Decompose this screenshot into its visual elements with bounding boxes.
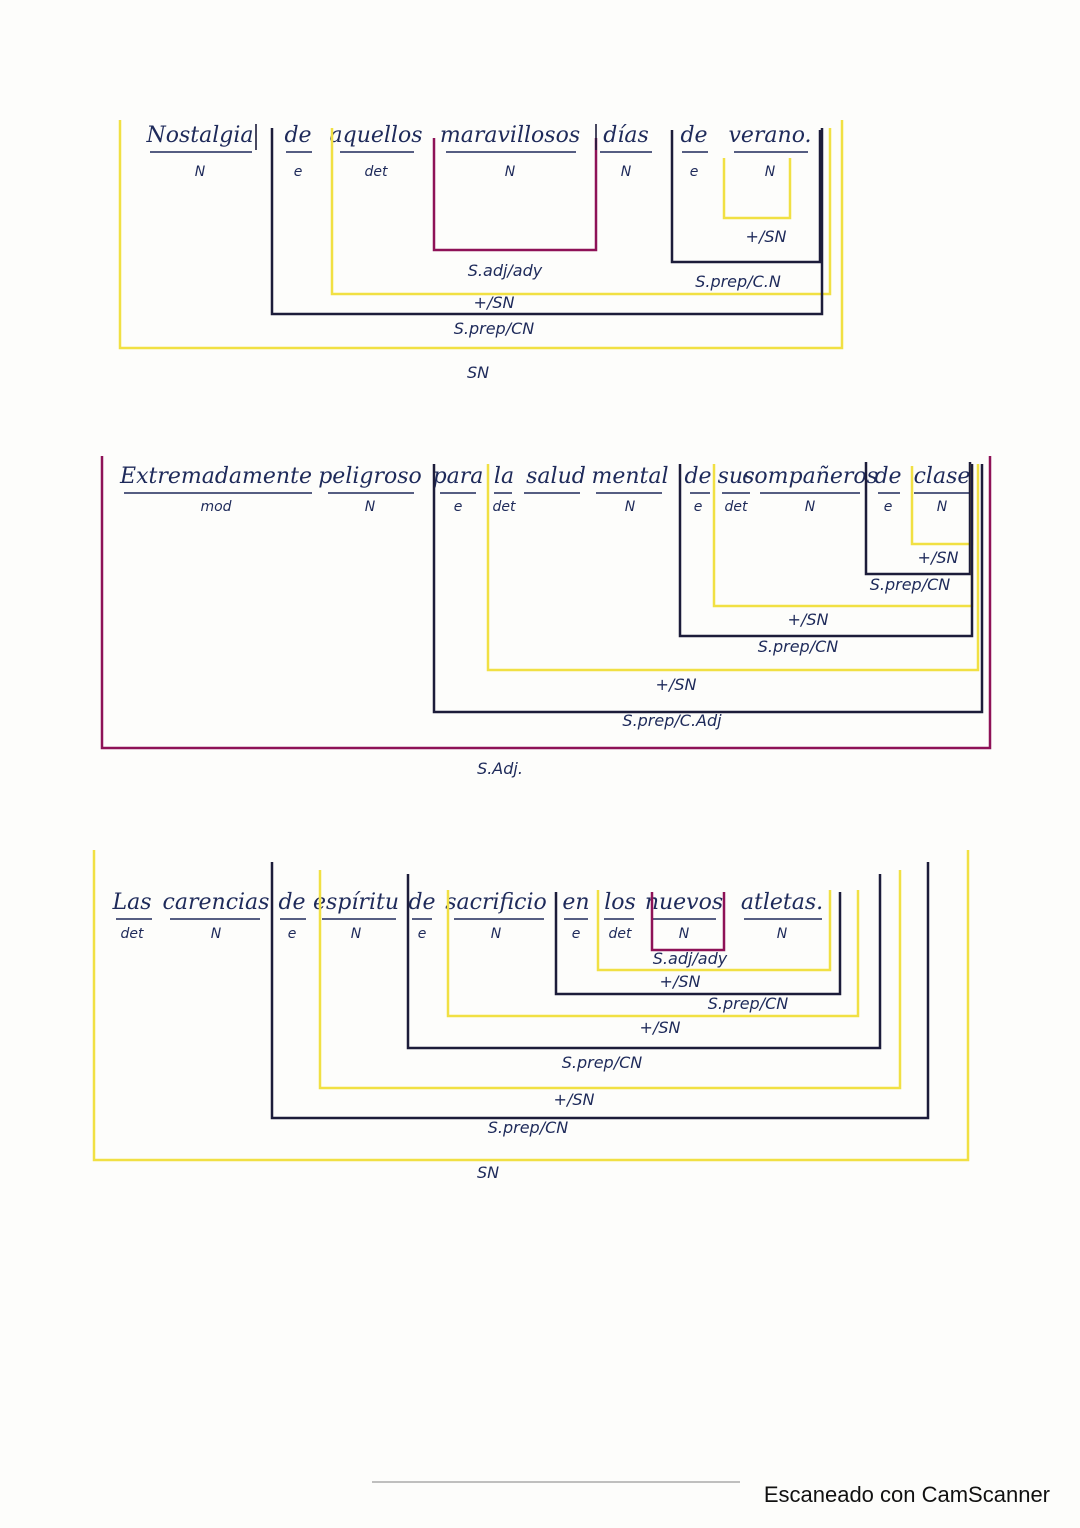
word-2-4: de [408,890,435,915]
word-2-3: espíritu [313,890,399,915]
phrase-label-0-1: S.adj/ady [468,261,543,280]
phrase-label-1-1: S.prep/CN [870,575,951,594]
d1-bracket-sadj [432,138,598,252]
word-label-0-6: N [765,164,776,180]
word-0-0: Nostalgia [145,123,253,148]
phrase-label-2-1: +/SN [660,972,701,991]
word-1-6: de [684,464,711,489]
word-label-0-3: N [505,164,516,180]
word-1-5: mental [591,464,668,489]
phrase-label-1-5: S.prep/C.Adj [622,711,722,730]
word-label-0-2: det [365,164,389,180]
d3-bracket-sn-main [92,850,970,1162]
word-label-1-0: mod [200,499,231,515]
phrase-label-1-6: S.Adj. [477,759,523,778]
word-1-4: salud [526,464,586,489]
word-label-1-7: det [725,499,749,515]
word-label-1-5: N [625,499,636,515]
word-2-6: en [562,890,589,915]
word-0-4: días [603,123,649,148]
word-1-1: peligroso [318,464,422,489]
phrase-label-0-0: +/SN [746,227,787,246]
phrase-label-2-5: +/SN [554,1090,595,1109]
d2-bracket-sn-salud [486,464,980,672]
word-0-2: aquellos [330,123,423,148]
word-2-9: atletas. [741,890,823,915]
word-label-2-5: N [491,926,502,942]
word-label-2-8: N [679,926,690,942]
word-1-10: clase [914,464,971,489]
word-label-1-2: e [454,499,463,515]
word-label-2-6: e [572,926,581,942]
word-label-0-1: e [294,164,303,180]
phrase-label-2-7: SN [477,1163,499,1182]
word-label-1-6: e [694,499,703,515]
word-label-2-9: N [777,926,788,942]
phrase-label-2-0: S.adj/ady [653,949,728,968]
word-label-1-10: N [937,499,948,515]
d1-bracket-sprep-de [270,128,824,316]
word-label-2-0: det [121,926,145,942]
footer-watermark: Escaneado con CamScanner [763,1482,1050,1507]
word-label-0-5: e [690,164,699,180]
d3-bracket-sadj [650,892,726,952]
phrase-label-1-2: +/SN [788,610,829,629]
word-1-7: sus [718,464,755,489]
word-label-2-7: det [609,926,633,942]
word-label-2-1: N [211,926,222,942]
word-2-1: carencias [163,890,270,915]
word-1-0: Extremadamente [119,464,312,489]
word-2-2: de [278,890,305,915]
word-0-1: de [284,123,311,148]
word-label-1-1: N [365,499,376,515]
word-label-2-4: e [418,926,427,942]
phrase-label-2-2: S.prep/CN [708,994,789,1013]
d2-bracket-sadj-main [100,456,992,750]
phrase-label-0-4: S.prep/CN [454,319,535,338]
d1-bracket-sn-main [118,120,844,350]
d3-bracket-sn-nuevos [596,890,832,972]
word-0-6: verano. [728,123,811,148]
phrase-label-0-5: SN [467,363,489,382]
word-label-2-2: e [288,926,297,942]
phrase-label-0-3: +/SN [474,293,515,312]
word-1-9: de [874,464,901,489]
word-label-2-3: N [351,926,362,942]
d1-bracket-sprep-verano [670,130,822,264]
d1-bracket-sn-verano [722,158,792,220]
phrase-label-2-4: S.prep/CN [562,1053,643,1072]
phrase-label-2-6: S.prep/CN [488,1118,569,1137]
d3-bracket-sprep-espiritu [270,862,930,1120]
phrase-label-0-2: S.prep/C.N [695,272,781,291]
word-label-0-0: N [195,164,206,180]
word-label-0-4: N [621,164,632,180]
word-label-1-8: N [805,499,816,515]
word-2-5: sacrificio [445,890,547,915]
word-2-8: nuevos [645,890,723,915]
d3-bracket-sn-espiritu [318,870,902,1090]
word-1-3: la [494,464,514,489]
d3-bracket-sprep-sacrificio [406,874,882,1050]
word-2-0: Las [111,890,151,915]
d2-bracket-sprep-clase [864,462,972,576]
phrase-label-1-3: S.prep/CN [758,637,839,656]
word-2-7: los [604,890,636,915]
word-1-8: compañeros [742,464,878,489]
d2-bracket-sprep-companeros [678,464,974,638]
d2-bracket-sprep-cadj [432,464,984,714]
word-label-1-3: det [493,499,517,515]
word-0-5: de [680,123,707,148]
phrase-label-1-4: +/SN [656,675,697,694]
d3-bracket-sprep-en [554,892,842,996]
word-1-2: para [433,464,484,489]
d1-bracket-sn-aquellos [330,128,832,296]
d3-bracket-sn-sacrificio [446,890,860,1018]
word-0-3: maravillosos [440,123,580,148]
phrase-label-2-3: +/SN [640,1018,681,1037]
word-label-1-9: e [884,499,893,515]
phrase-label-1-0: +/SN [918,548,959,567]
